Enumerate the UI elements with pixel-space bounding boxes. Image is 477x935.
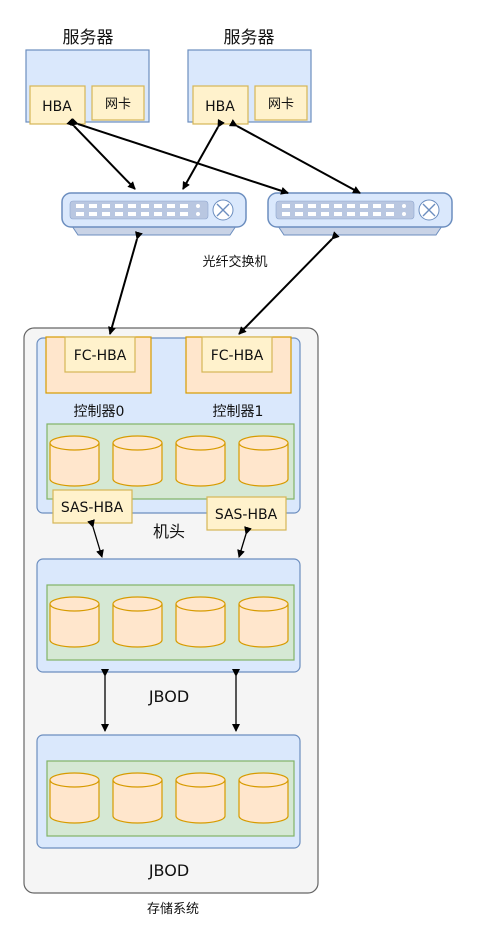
controller-0-label: 控制器0 — [74, 404, 125, 420]
server-2-nic — [254, 85, 308, 121]
sas-hba-1-label: SAS-HBA — [215, 507, 278, 523]
head-unit: FC-HBA 控制器0 FC-HBA 控制器1 SAS-HBA SAS-HBA … — [36, 336, 301, 541]
controller-1-label: 控制器1 — [213, 404, 264, 420]
sas-hba-1 — [206, 496, 287, 531]
link-sas0-jbod1 — [87, 519, 104, 558]
disk-icon — [175, 596, 226, 648]
jbod-2-label: JBOD — [148, 861, 189, 880]
jbod-1: JBOD — [36, 558, 301, 706]
controller-1-fc-hba-label: FC-HBA — [211, 348, 264, 364]
sas-connections — [87, 519, 252, 732]
disk-icon — [175, 435, 226, 487]
link-switch2-controller1 — [238, 231, 340, 335]
disk-icon — [112, 435, 163, 487]
disk-icon — [49, 435, 100, 487]
disk-icon — [112, 596, 163, 648]
controller-1-fc-hba — [201, 336, 273, 373]
controller-0-fc-hba-label: FC-HBA — [74, 348, 127, 364]
disk-icon — [238, 596, 289, 648]
server-2-nic-label: 网卡 — [268, 97, 294, 112]
disk-icon — [112, 772, 163, 824]
server-2: 服务器 HBA 网卡 — [187, 28, 312, 125]
switch-label: 光纤交换机 — [202, 254, 267, 270]
connections — [66, 118, 361, 335]
disk-icon — [49, 772, 100, 824]
disk-icon — [49, 596, 100, 648]
link-sas1-jbod1 — [237, 526, 252, 558]
server-2-title: 服务器 — [224, 28, 275, 48]
link-server2-switch1 — [182, 118, 225, 190]
link-server2-switch2 — [228, 119, 361, 194]
server-1: 服务器 HBA 网卡 — [25, 28, 150, 125]
link-server1-switch1 — [66, 118, 136, 190]
fibre-switch-2 — [267, 192, 453, 236]
controller-0-fc-hba — [64, 336, 136, 373]
server-1-nic-label: 网卡 — [105, 97, 131, 112]
jbod-1-label: JBOD — [148, 687, 189, 706]
sas-hba-0-label: SAS-HBA — [61, 500, 124, 516]
sas-hba-0 — [52, 489, 133, 524]
disk-icon — [238, 772, 289, 824]
disk-icon — [238, 435, 289, 487]
link-switch1-controller0 — [108, 231, 143, 335]
fibre-switch-1 — [61, 192, 247, 236]
server-2-hba-label: HBA — [205, 99, 235, 115]
server-1-title: 服务器 — [63, 28, 114, 48]
link-server1-switch2 — [70, 118, 289, 195]
jbod-2: JBOD — [36, 734, 301, 880]
storage-system-label: 存储系统 — [147, 902, 199, 917]
head-unit-label: 机头 — [153, 522, 185, 541]
server-1-hba-label: HBA — [42, 99, 72, 115]
disk-icon — [175, 772, 226, 824]
server-1-hba — [29, 85, 86, 125]
